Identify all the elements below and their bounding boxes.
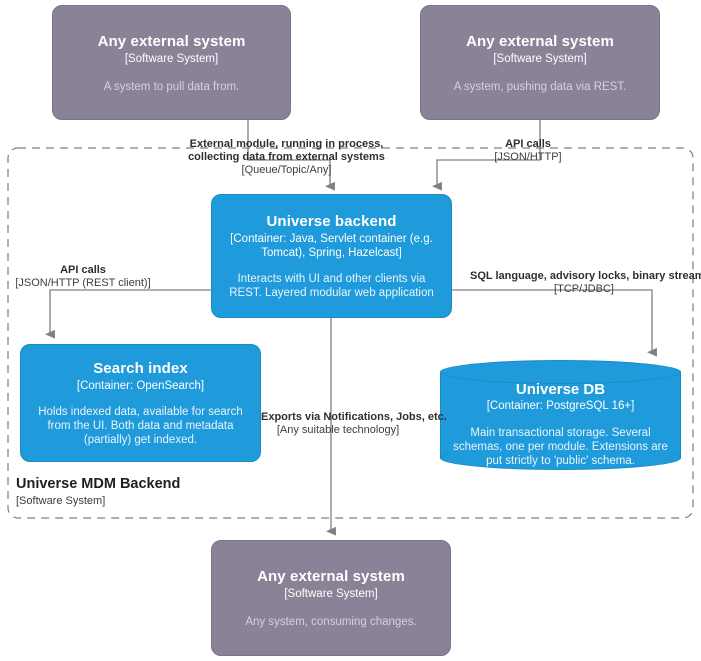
edge-pull-line bbox=[247, 120, 335, 191]
edge-technology: [JSON/HTTP] bbox=[494, 151, 562, 163]
edge-name: API calls bbox=[505, 138, 551, 150]
node-title: Any external system bbox=[257, 568, 405, 585]
edge-name-line1: External module, running in process, bbox=[189, 138, 384, 150]
edge-label-db: SQL language, advisory locks, binary str… bbox=[470, 270, 701, 296]
edge-name: API calls bbox=[60, 264, 106, 276]
boundary-label: Universe MDM Backend [Software System] bbox=[16, 475, 180, 508]
node-universe-backend[interactable]: Universe backend [Container: Java, Servl… bbox=[211, 194, 452, 318]
node-search-index[interactable]: Search index [Container: OpenSearch] Hol… bbox=[20, 344, 261, 462]
edge-name: SQL language, advisory locks, binary str… bbox=[470, 270, 701, 282]
node-description: Holds indexed data, available for search… bbox=[38, 406, 243, 446]
node-title: Any external system bbox=[466, 32, 614, 50]
edge-name: Exports via Notifications, Jobs, etc. bbox=[261, 411, 447, 423]
edge-technology: [Any suitable technology] bbox=[276, 424, 400, 436]
node-technology: [Software System] bbox=[124, 52, 219, 65]
node-external-system-pull[interactable]: Any external system [Software System] A … bbox=[52, 5, 291, 120]
boundary-type: [Software System] bbox=[16, 495, 106, 507]
node-text-block: Universe DB [Container: PostgreSQL 16+] … bbox=[440, 380, 681, 468]
edge-push-line bbox=[432, 120, 541, 191]
node-external-system-push[interactable]: Any external system [Software System] A … bbox=[420, 5, 660, 120]
cylinder-bottom-ellipse bbox=[440, 446, 681, 470]
node-title: Search index bbox=[93, 360, 188, 377]
node-description: Interacts with UI and other clients via … bbox=[229, 273, 434, 299]
node-title: Any external system bbox=[97, 32, 246, 50]
edge-technology: [Queue/Topic/Any] bbox=[241, 164, 332, 176]
boundary-rect bbox=[7, 147, 694, 519]
node-title: Universe DB bbox=[515, 381, 606, 398]
node-title: Universe backend bbox=[266, 213, 397, 230]
edge-label-export: Exports via Notifications, Jobs, etc. [A… bbox=[261, 411, 447, 437]
node-description: Main transactional storage. Several sche… bbox=[453, 427, 668, 467]
node-external-system-consumer[interactable]: Any external system [Software System] An… bbox=[211, 540, 451, 656]
node-technology: [Container: PostgreSQL 16+] bbox=[486, 400, 635, 412]
edge-label-search: API calls [JSON/HTTP (REST client)] bbox=[11, 264, 155, 290]
node-description: A system to pull data from. bbox=[103, 80, 240, 93]
edge-label-pull: External module, running in process, col… bbox=[184, 138, 389, 177]
node-universe-db[interactable]: Universe DB [Container: PostgreSQL 16+] … bbox=[440, 360, 681, 470]
edge-label-push: API calls [JSON/HTTP] bbox=[466, 138, 590, 164]
node-technology: [Container: Java, Servlet container (e.g… bbox=[230, 233, 433, 259]
boundary-title: Universe MDM Backend bbox=[16, 476, 181, 492]
cylinder-body bbox=[440, 372, 681, 458]
edge-name-line2: collecting data from external systems bbox=[188, 151, 385, 163]
node-technology: [Container: OpenSearch] bbox=[76, 380, 205, 392]
edge-technology: [JSON/HTTP (REST client)] bbox=[15, 277, 151, 289]
node-technology: [Software System] bbox=[284, 588, 378, 600]
edge-db-line bbox=[452, 289, 657, 357]
node-technology: [Software System] bbox=[493, 52, 587, 65]
edge-search-line bbox=[45, 289, 211, 339]
node-description: Any system, consuming changes. bbox=[245, 616, 417, 628]
cylinder-top-ellipse bbox=[440, 360, 681, 384]
node-description: A system, pushing data via REST. bbox=[453, 80, 627, 93]
edge-technology: [TCP/JDBC] bbox=[554, 283, 614, 295]
